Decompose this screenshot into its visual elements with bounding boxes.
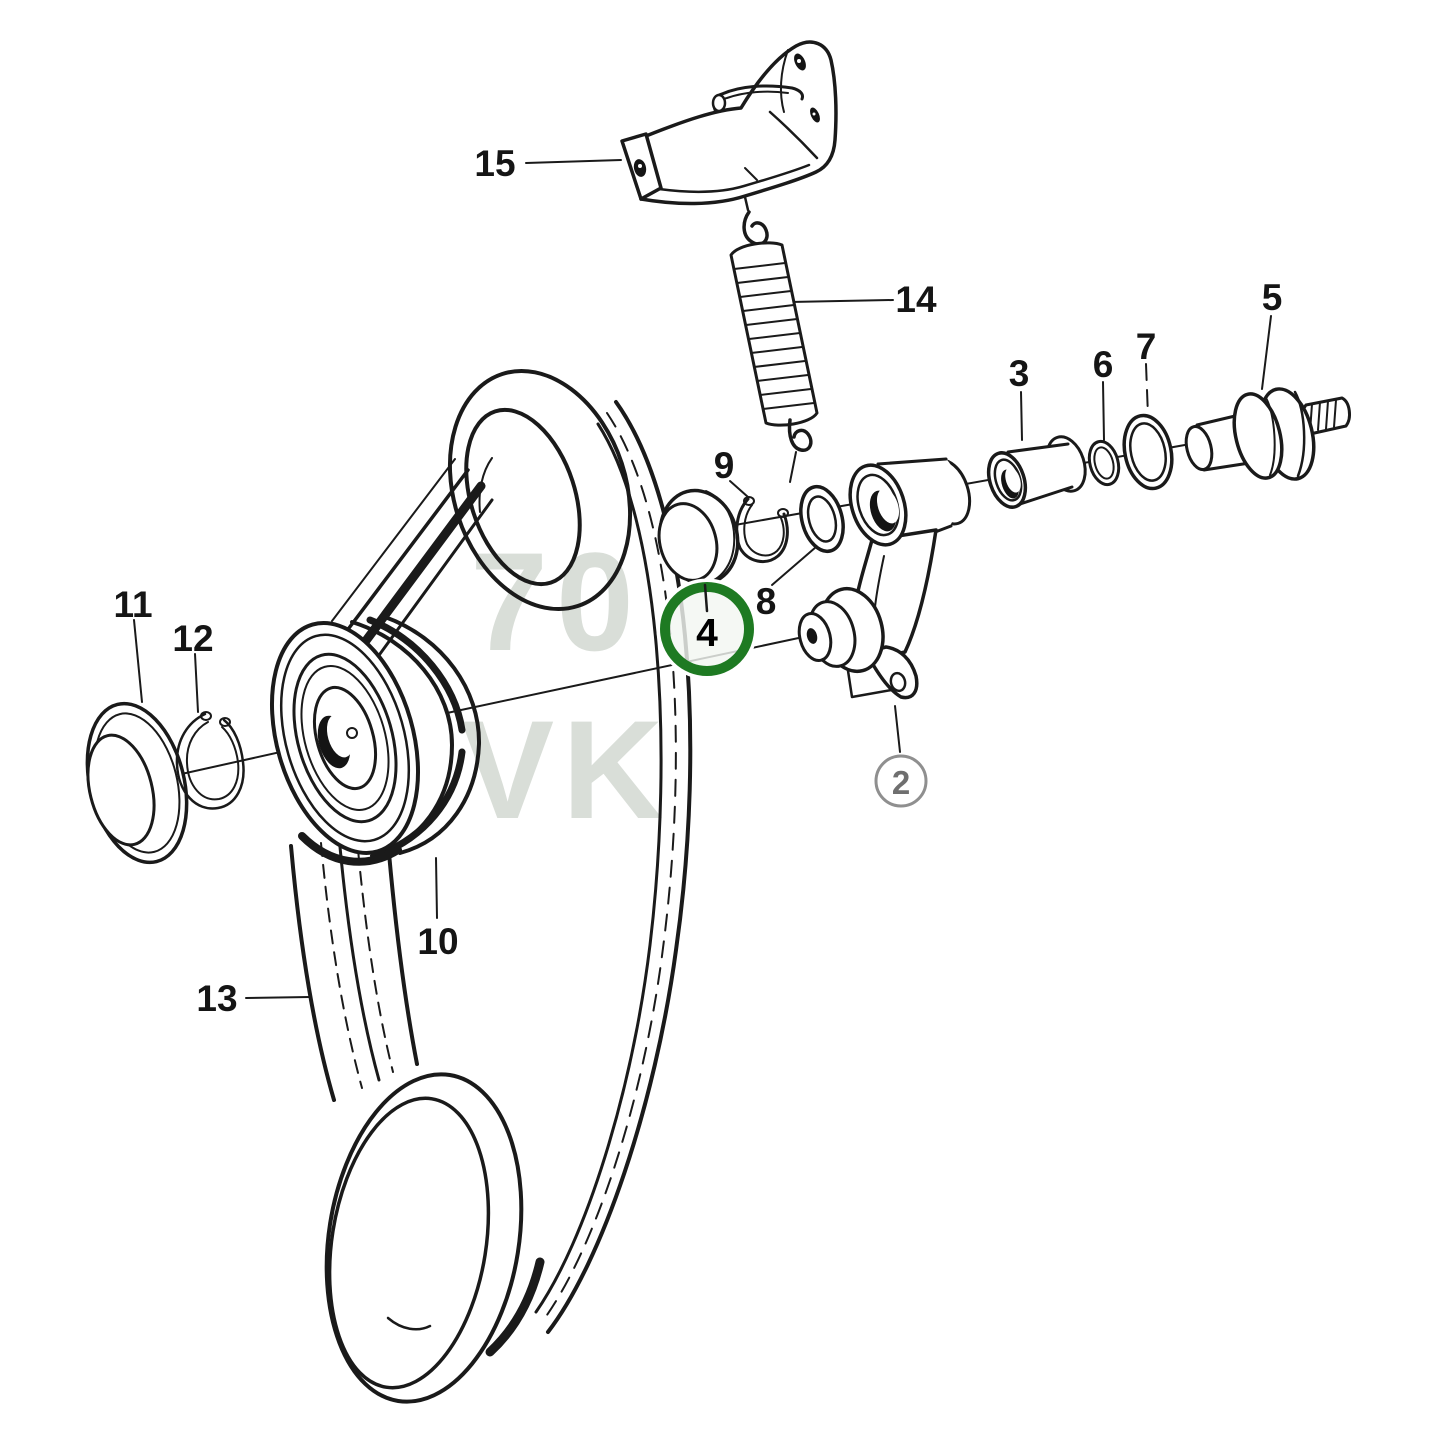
cap-part: [657, 488, 740, 586]
bracket-clamp-wire: [711, 84, 804, 114]
leader-lines: [133, 159, 1272, 999]
bushing: [986, 435, 1087, 509]
callout-15: 15: [474, 143, 515, 184]
callout-12: 12: [172, 618, 213, 659]
pivot-bolt: [1184, 387, 1351, 481]
callout-13: 13: [196, 978, 237, 1019]
mounting-bracket: [620, 40, 838, 212]
callout-4[interactable]: 4: [696, 612, 718, 655]
v-belt-diagonal-segment: [331, 458, 494, 660]
v-belt-bottom-loop: [324, 1072, 545, 1404]
washer-8: [799, 484, 845, 554]
callout-9: 9: [714, 445, 735, 486]
callout-3: 3: [1009, 353, 1030, 394]
callout-labels: 15 14 5 3 6 7 9 8 11 12 10 13: [113, 143, 1282, 1019]
washer-7: [1122, 413, 1174, 491]
callout-11: 11: [113, 584, 152, 625]
callout-7: 7: [1136, 326, 1157, 367]
snap-ring-12: [175, 711, 245, 810]
highlight-ring[interactable]: [660, 582, 754, 676]
watermark-line2: VK: [461, 691, 671, 848]
spring-coils: [733, 262, 815, 410]
tension-spring: [729, 210, 819, 452]
watermark: 70 VK: [461, 523, 671, 848]
idler-pulley: [269, 615, 482, 866]
dust-cap: [85, 701, 189, 865]
watermark-line1: 70: [470, 523, 642, 680]
highlight-circle-part4[interactable]: 4: [656, 578, 758, 680]
callout-2[interactable]: 2: [892, 764, 910, 801]
lock-ring-6: [1087, 439, 1121, 487]
callout-14: 14: [895, 279, 937, 320]
callout-8: 8: [756, 581, 777, 622]
callout-2-circle[interactable]: [874, 754, 928, 808]
callout-6: 6: [1093, 344, 1114, 385]
snap-ring-9: [735, 496, 789, 564]
circled-callout-part2[interactable]: 2: [874, 754, 928, 808]
callout-10: 10: [417, 921, 458, 962]
tensioner-arm: [797, 457, 972, 700]
callout-5: 5: [1262, 277, 1283, 318]
